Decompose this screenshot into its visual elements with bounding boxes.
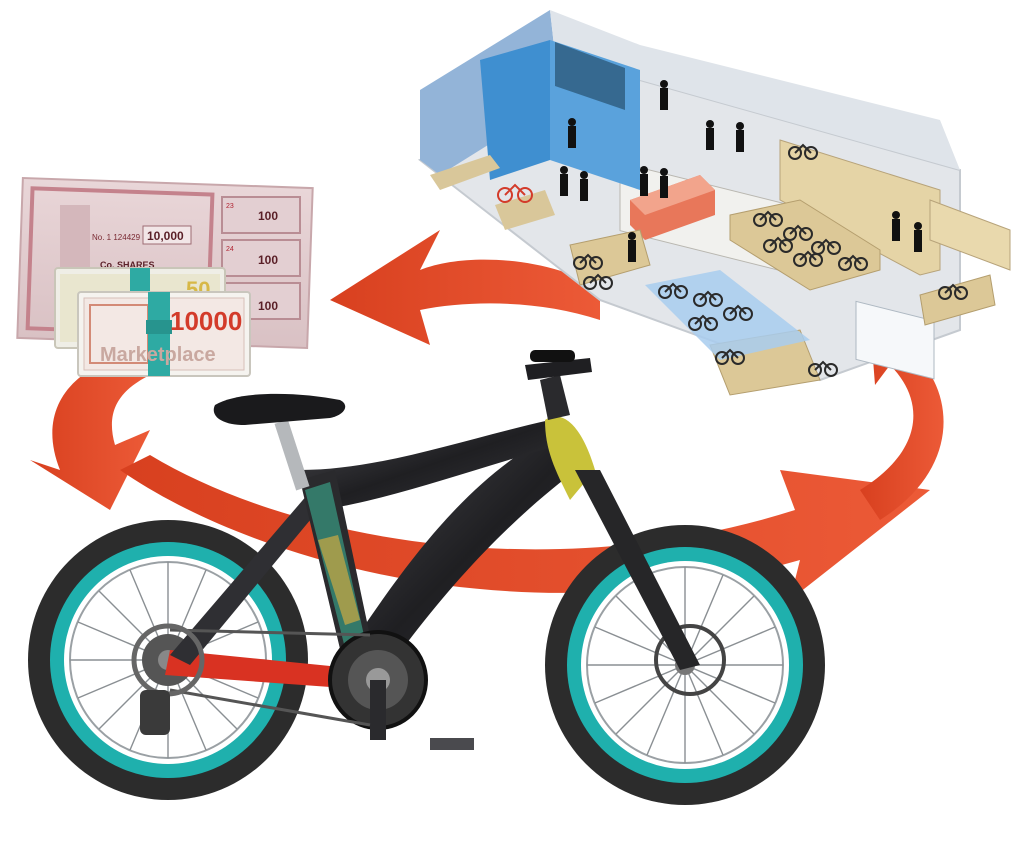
shop-bikes	[497, 143, 968, 377]
banknote-front-text: Marketplace	[100, 344, 216, 366]
arrow-store-to-money	[330, 230, 600, 345]
certificate-shares-label: Co. SHARES	[100, 260, 155, 270]
chainstay	[165, 650, 372, 690]
shelf-unit	[779, 139, 941, 276]
saddle	[213, 393, 346, 425]
front-fork	[575, 470, 700, 670]
certificate-num-a: 23	[226, 203, 234, 210]
handlebar-stem	[540, 375, 570, 420]
office-room	[480, 40, 550, 180]
handlebar	[525, 358, 592, 380]
money-stack: No. 1 124429 10,000 Co. SHARES 23 100 24…	[16, 176, 314, 377]
certificate-num-b: 24	[226, 246, 234, 253]
certificate-small-b: 100	[258, 253, 278, 267]
certificate-small-a: 100	[258, 209, 278, 223]
banknote-front-amount: 10000	[170, 306, 242, 336]
display-table-center	[729, 199, 881, 291]
glass-wall	[555, 42, 625, 110]
banknote-bundle-front: 10000 Marketplace	[77, 291, 251, 377]
chain	[169, 628, 371, 727]
top-tube	[300, 420, 560, 510]
seat-post	[274, 419, 310, 491]
shop-people	[560, 80, 922, 262]
mountain-bike	[28, 350, 825, 805]
certificate-amount: 10,000	[147, 229, 184, 243]
crankset	[328, 630, 474, 750]
shop-wall-right	[550, 10, 960, 170]
certificate-small-c: 100	[258, 299, 278, 313]
workshop-desk	[430, 155, 500, 190]
down-tube	[345, 430, 590, 680]
bike-shop	[417, 10, 1011, 396]
arrow-money-to-bike	[30, 360, 150, 510]
certificate-serial: No. 1 124429	[92, 233, 141, 242]
display-table-right	[919, 274, 996, 326]
